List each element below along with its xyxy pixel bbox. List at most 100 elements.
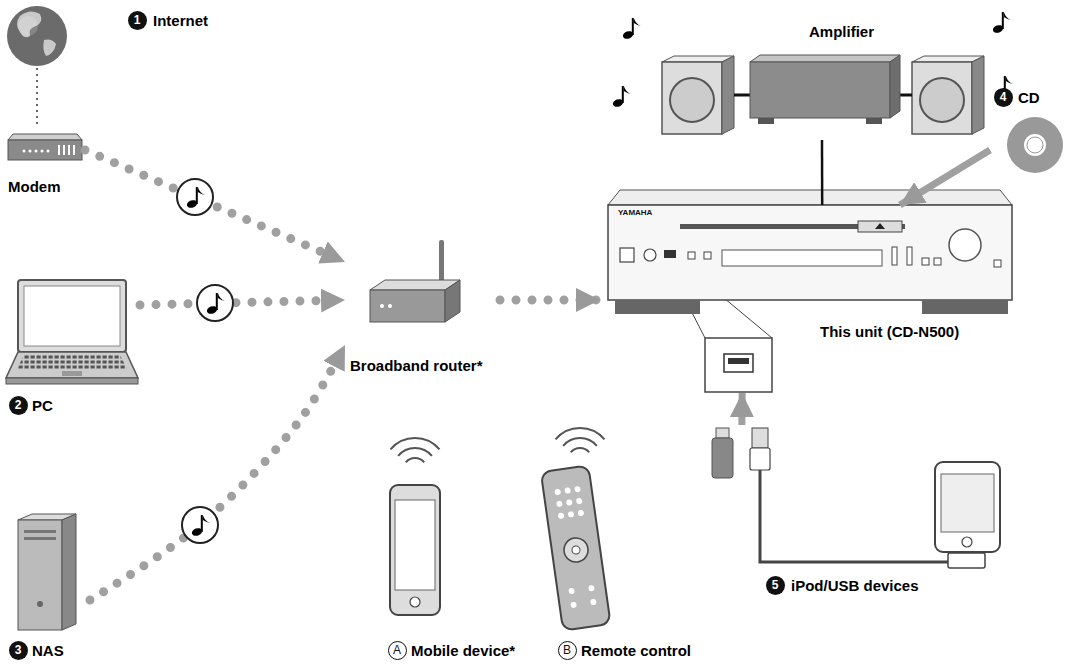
cd-disc-part bbox=[1007, 117, 1063, 173]
cd-player-unit bbox=[608, 190, 1012, 392]
mobile-device bbox=[390, 438, 440, 615]
remote-control-part-part bbox=[590, 599, 597, 606]
nas-icon-part bbox=[37, 601, 43, 607]
device-label: This unit (CD-N500) bbox=[820, 323, 959, 341]
callout-circle: 3 bbox=[9, 641, 28, 660]
nas-icon-part bbox=[24, 530, 56, 533]
network-stream bbox=[90, 345, 345, 600]
cd-player-unit-part bbox=[858, 221, 902, 232]
device-caption-box: PC bbox=[5, 275, 140, 417]
laptop-icon-part bbox=[18, 280, 126, 352]
callout-number: 4 bbox=[1000, 91, 1007, 103]
cd-disc-part bbox=[1027, 137, 1043, 153]
globe-icon-part bbox=[7, 6, 67, 66]
device-label: Remote control bbox=[581, 642, 691, 660]
router-icon-part bbox=[445, 280, 460, 322]
cd-player-unit-part bbox=[922, 300, 1008, 314]
device-caption-box: Broadband router* bbox=[345, 230, 500, 378]
device-label: PC bbox=[32, 397, 53, 415]
laptop-icon-part bbox=[6, 378, 138, 384]
usb-ipod-devices-part bbox=[716, 428, 729, 438]
usb-ipod-devices-part bbox=[760, 470, 948, 562]
cd-player-unit-part bbox=[608, 190, 1012, 205]
amplifier-speakers-part bbox=[734, 94, 750, 97]
remote-control-part-part bbox=[568, 511, 575, 518]
amplifier-speakers-part bbox=[758, 118, 774, 124]
callout-circle: 2 bbox=[9, 396, 28, 415]
device-label: CD bbox=[1018, 89, 1040, 107]
remote-control-part-part bbox=[578, 510, 585, 517]
laptop-icon-part bbox=[6, 352, 138, 378]
device-caption-box: Remote control bbox=[540, 400, 720, 662]
mobile-device-part bbox=[398, 448, 432, 456]
remote-control bbox=[541, 428, 611, 631]
cd-disc bbox=[1007, 117, 1063, 173]
modem-icon-part bbox=[23, 150, 26, 153]
cd-player-unit-part bbox=[615, 300, 700, 314]
nas-icon-part bbox=[18, 520, 62, 630]
callout-number: 5 bbox=[772, 579, 779, 591]
remote-control-part-part bbox=[556, 500, 563, 507]
remote-control-part-part bbox=[588, 585, 595, 592]
amplifier-speakers bbox=[612, 12, 1013, 134]
cd-player-unit-part bbox=[922, 258, 929, 265]
cd-player-unit-part bbox=[644, 249, 656, 261]
device-caption-box: NAS bbox=[5, 512, 90, 662]
remote-control-part-part bbox=[570, 601, 577, 608]
device-caption-box: iPod/USB devices bbox=[700, 425, 1010, 600]
music-badge bbox=[182, 507, 218, 543]
callout-number: 3 bbox=[15, 644, 22, 656]
cd-player-unit-part bbox=[705, 338, 772, 392]
remote-control-part-part bbox=[571, 545, 580, 554]
music-badge-part bbox=[182, 507, 218, 543]
cd-player-unit-part bbox=[949, 229, 981, 261]
modem-icon-part bbox=[73, 145, 75, 155]
router-icon-part bbox=[388, 304, 392, 308]
brand-logo: YAMAHA bbox=[618, 208, 652, 217]
usb-ipod-devices-part bbox=[935, 462, 1000, 552]
router-icon-part bbox=[370, 290, 445, 322]
remote-control-part-part bbox=[574, 486, 581, 493]
unit-box: This unit (CD-N500) bbox=[600, 205, 1060, 393]
connection-line bbox=[36, 68, 38, 128]
callout-number: 1 bbox=[134, 14, 141, 26]
device-label: Mobile device* bbox=[411, 642, 515, 660]
cd-player-unit-part bbox=[728, 358, 749, 364]
cd-disc-part bbox=[1024, 134, 1046, 156]
nas-icon-part bbox=[24, 537, 56, 540]
globe-icon-part bbox=[17, 11, 56, 56]
router-icon-part bbox=[439, 240, 444, 285]
usb-ipod-devices-part bbox=[752, 428, 768, 448]
callout-circle: A bbox=[388, 641, 407, 660]
music-badge bbox=[197, 285, 233, 321]
remote-control-part bbox=[571, 448, 589, 452]
device-label: Internet bbox=[153, 12, 208, 30]
amplifier-speakers-part bbox=[972, 56, 984, 134]
remote-control-part-part bbox=[564, 487, 571, 494]
cd-player-unit-part bbox=[892, 247, 897, 265]
modem-icon-part bbox=[8, 134, 82, 140]
network-stream bbox=[140, 300, 345, 305]
cd-player-unit-part bbox=[664, 250, 676, 258]
cd-player-unit-part bbox=[722, 250, 882, 266]
nas-icon-part bbox=[62, 514, 76, 630]
amplifier-speakers-part bbox=[722, 56, 734, 134]
amplifier-speakers-part bbox=[866, 118, 882, 124]
callout-number: 2 bbox=[15, 399, 22, 411]
music-badge-part bbox=[197, 285, 233, 321]
amplifier-speakers-part bbox=[920, 78, 964, 122]
cd-player-unit-part bbox=[620, 248, 634, 262]
amplifier-speakers-part bbox=[912, 62, 972, 134]
globe-icon bbox=[7, 6, 67, 66]
device-caption-box: Modem bbox=[5, 128, 85, 198]
remote-control-part-part bbox=[568, 588, 575, 595]
cd-player-unit-part bbox=[704, 252, 711, 259]
modem-icon-part bbox=[41, 150, 44, 153]
router-icon-part bbox=[380, 304, 384, 308]
connection-line bbox=[900, 150, 990, 205]
modem-icon-part bbox=[8, 140, 82, 160]
device-label: Modem bbox=[8, 178, 61, 196]
device-label: NAS bbox=[32, 642, 64, 660]
amplifier-speakers-part bbox=[670, 78, 714, 122]
nas-icon bbox=[18, 514, 76, 630]
